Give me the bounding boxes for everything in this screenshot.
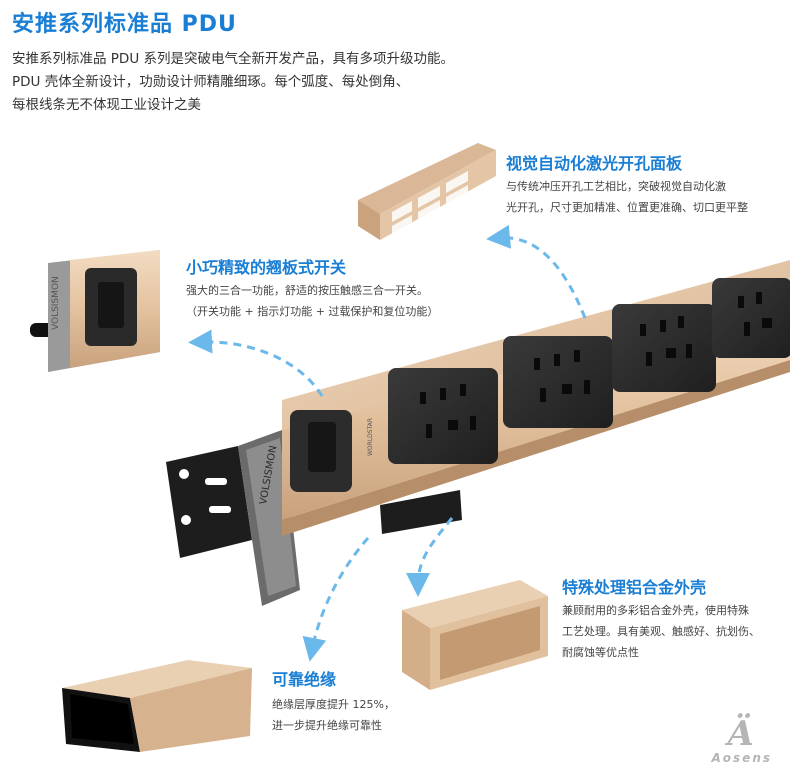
feature-desc-alloy-shell: 兼顾耐用的多彩铝合金外壳，使用特殊 工艺处理。具有美观、触感好、抗划伤、 耐腐蚀…: [562, 600, 760, 663]
page-title: 安推系列标准品 PDU: [12, 12, 237, 37]
desc-line: 进一步提升绝缘可靠性: [272, 719, 382, 732]
desc-line: 与传统冲压开孔工艺相比，突破视觉自动化激: [506, 180, 726, 193]
desc-line: 工艺处理。具有美观、触感好、抗划伤、: [562, 625, 760, 638]
desc-line: 耐腐蚀等优点性: [562, 646, 639, 659]
desc-line: 强大的三合一功能，舒适的按压触感三合一开关。: [186, 284, 428, 297]
feature-title-alloy-shell: 特殊处理铝合金外壳: [562, 578, 707, 597]
feature-desc-laser-panel: 与传统冲压开孔工艺相比，突破视觉自动化激 光开孔，尺寸更加精准、位置更准确、切口…: [506, 176, 748, 218]
socket: [388, 368, 498, 464]
watermark: Ä Aosens: [712, 717, 773, 765]
socket: [612, 304, 716, 392]
watermark-text: Aosens: [711, 751, 772, 765]
feature-desc-switch: 强大的三合一功能，舒适的按压触感三合一开关。 （开关功能 + 指示灯功能 + 过…: [186, 280, 438, 322]
feature-title-switch: 小巧精致的翘板式开关: [186, 258, 347, 277]
callout-arrows: [188, 224, 587, 662]
socket: [712, 278, 790, 358]
feature-desc-insulation: 绝缘层厚度提升 125%， 进一步提升绝缘可靠性: [272, 694, 395, 736]
insulation-image: [62, 660, 252, 752]
feature-title-laser-panel: 视觉自动化激光开孔面板: [506, 154, 683, 173]
desc-line: （开关功能 + 指示灯功能 + 过载保护和复位功能）: [186, 305, 439, 318]
switch-closeup-image: VOLSISMON: [30, 250, 160, 372]
brand-label: VOLSISMON: [51, 276, 61, 330]
pdu-strip-image: VOLSISMON WORLDSTAR: [166, 260, 790, 606]
desc-line: 绝缘层厚度提升 125%，: [272, 698, 395, 711]
intro-line: PDU 壳体全新设计，功勋设计师精雕细琢。每个弧度、每处倒角、: [12, 74, 410, 90]
laser-panel-image: [358, 143, 496, 240]
feature-title-insulation: 可靠绝缘: [272, 670, 337, 689]
intro-line: 每根线条无不体现工业设计之美: [12, 97, 201, 113]
watermark-logo-icon: Ä: [727, 714, 756, 754]
small-label: WORLDSTAR: [367, 418, 374, 456]
alloy-shell-image: [402, 580, 548, 690]
socket: [503, 336, 613, 428]
desc-line: 兼顾耐用的多彩铝合金外壳，使用特殊: [562, 604, 749, 617]
intro-text: 安推系列标准品 PDU 系列是突破电气全新开发产品，具有多项升级功能。 PDU …: [12, 48, 454, 117]
desc-line: 光开孔，尺寸更加精准、位置更准确、切口更平整: [506, 201, 748, 214]
intro-line: 安推系列标准品 PDU 系列是突破电气全新开发产品，具有多项升级功能。: [12, 51, 454, 67]
